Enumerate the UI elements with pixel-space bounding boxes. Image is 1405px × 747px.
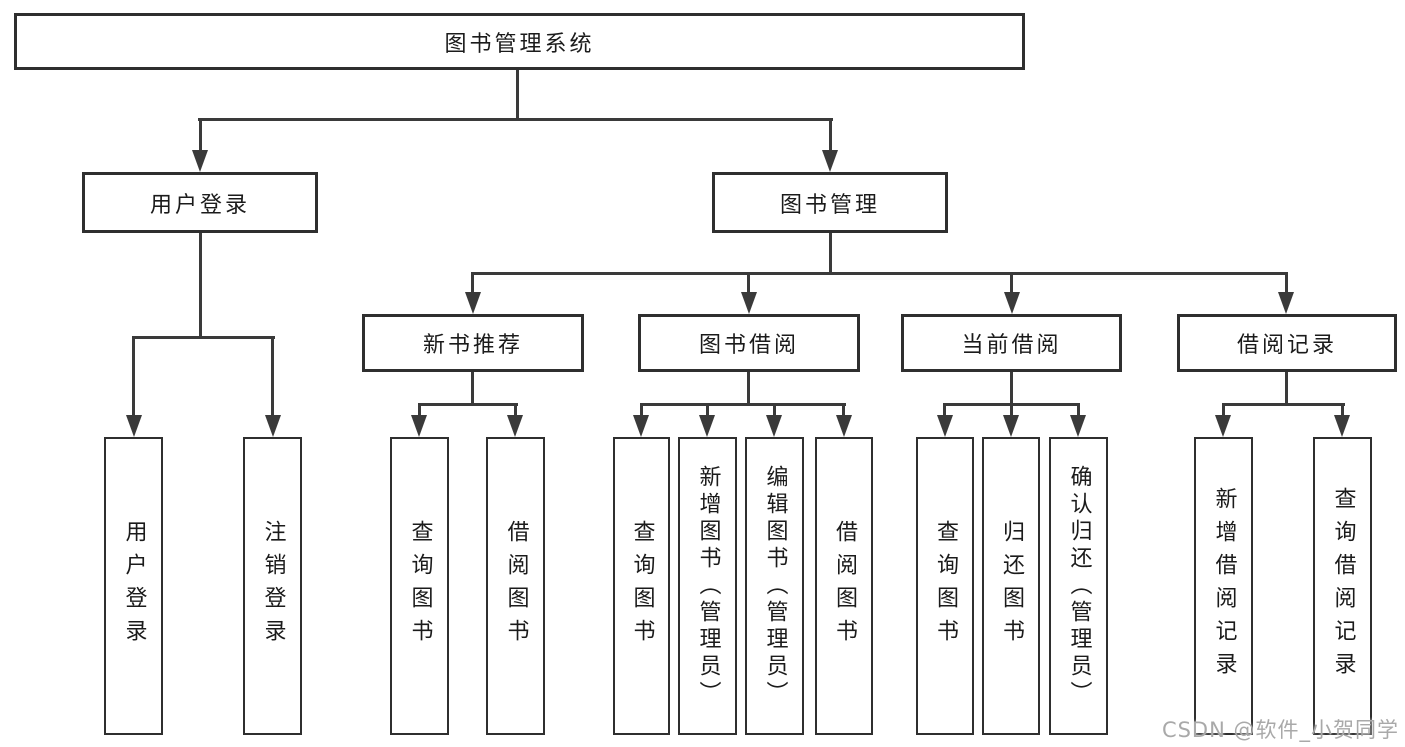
connector-line bbox=[271, 339, 274, 415]
arrowhead-down-icon bbox=[937, 415, 953, 437]
node-root: 图书管理系统 bbox=[14, 13, 1025, 70]
connector-line bbox=[1077, 406, 1080, 415]
arrowhead-down-icon bbox=[507, 415, 523, 437]
arrowhead-down-icon bbox=[1215, 415, 1231, 437]
connector-line bbox=[198, 118, 833, 121]
connector-line bbox=[1222, 406, 1225, 415]
connector-line bbox=[132, 336, 275, 339]
node-current-borrowing: 当前借阅 bbox=[901, 314, 1122, 372]
connector-line bbox=[747, 372, 750, 403]
connector-line bbox=[747, 275, 750, 292]
connector-line bbox=[1010, 275, 1013, 292]
leaf-borrow-books-borrowing: 借阅图书 bbox=[815, 437, 873, 735]
leaf-confirm-return-admin: 确认归还（管理员） bbox=[1049, 437, 1108, 735]
arrowhead-down-icon bbox=[766, 415, 782, 437]
leaf-query-borrow-record: 查询借阅记录 bbox=[1313, 437, 1372, 735]
connector-line bbox=[516, 69, 519, 118]
arrowhead-down-icon bbox=[741, 292, 757, 314]
connector-line bbox=[943, 406, 946, 415]
leaf-query-books-borrowing: 查询图书 bbox=[613, 437, 670, 735]
csdn-watermark: CSDN @软件_小贺同学 bbox=[1161, 718, 1399, 742]
leaf-add-borrow-record: 新增借阅记录 bbox=[1194, 437, 1253, 735]
leaf-edit-book-admin: 编辑图书（管理员） bbox=[745, 437, 804, 735]
connector-line bbox=[514, 406, 517, 415]
connector-line bbox=[640, 403, 846, 406]
connector-line bbox=[842, 406, 845, 415]
connector-line bbox=[640, 406, 643, 415]
connector-line bbox=[471, 272, 1288, 275]
leaf-user-login: 用户登录 bbox=[104, 437, 163, 735]
arrowhead-down-icon bbox=[126, 415, 142, 437]
connector-line bbox=[1285, 372, 1288, 403]
node-book-borrowing: 图书借阅 bbox=[638, 314, 860, 372]
node-new-book-recommend: 新书推荐 bbox=[362, 314, 584, 372]
arrowhead-down-icon bbox=[1004, 292, 1020, 314]
connector-line bbox=[1222, 403, 1345, 406]
connector-line bbox=[418, 403, 518, 406]
connector-line bbox=[1285, 275, 1288, 292]
connector-line bbox=[1010, 406, 1013, 415]
connector-line bbox=[199, 233, 202, 336]
leaf-query-books-current: 查询图书 bbox=[916, 437, 974, 735]
connector-line bbox=[471, 275, 474, 292]
arrowhead-down-icon bbox=[265, 415, 281, 437]
leaf-return-books: 归还图书 bbox=[982, 437, 1040, 735]
connector-line bbox=[706, 406, 709, 415]
node-book-management: 图书管理 bbox=[712, 172, 948, 233]
arrowhead-down-icon bbox=[1003, 415, 1019, 437]
connector-line bbox=[829, 121, 832, 150]
arrowhead-down-icon bbox=[192, 150, 208, 172]
connector-line bbox=[773, 406, 776, 415]
connector-line bbox=[418, 406, 421, 415]
connector-line bbox=[132, 339, 135, 415]
arrowhead-down-icon bbox=[836, 415, 852, 437]
arrowhead-down-icon bbox=[1334, 415, 1350, 437]
arrowhead-down-icon bbox=[699, 415, 715, 437]
arrowhead-down-icon bbox=[633, 415, 649, 437]
connector-line bbox=[943, 403, 1080, 406]
leaf-add-book-admin: 新增图书（管理员） bbox=[678, 437, 737, 735]
arrowhead-down-icon bbox=[1070, 415, 1086, 437]
arrowhead-down-icon bbox=[1278, 292, 1294, 314]
node-borrowing-records: 借阅记录 bbox=[1177, 314, 1397, 372]
node-user-login: 用户登录 bbox=[82, 172, 318, 233]
connector-line bbox=[829, 233, 832, 272]
connector-line bbox=[199, 121, 202, 150]
leaf-logout: 注销登录 bbox=[243, 437, 302, 735]
arrowhead-down-icon bbox=[411, 415, 427, 437]
leaf-query-books-recommend: 查询图书 bbox=[390, 437, 449, 735]
connector-line bbox=[1341, 406, 1344, 415]
connector-line bbox=[471, 372, 474, 403]
leaf-borrow-books-recommend: 借阅图书 bbox=[486, 437, 545, 735]
arrowhead-down-icon bbox=[822, 150, 838, 172]
connector-line bbox=[1010, 372, 1013, 403]
arrowhead-down-icon bbox=[465, 292, 481, 314]
